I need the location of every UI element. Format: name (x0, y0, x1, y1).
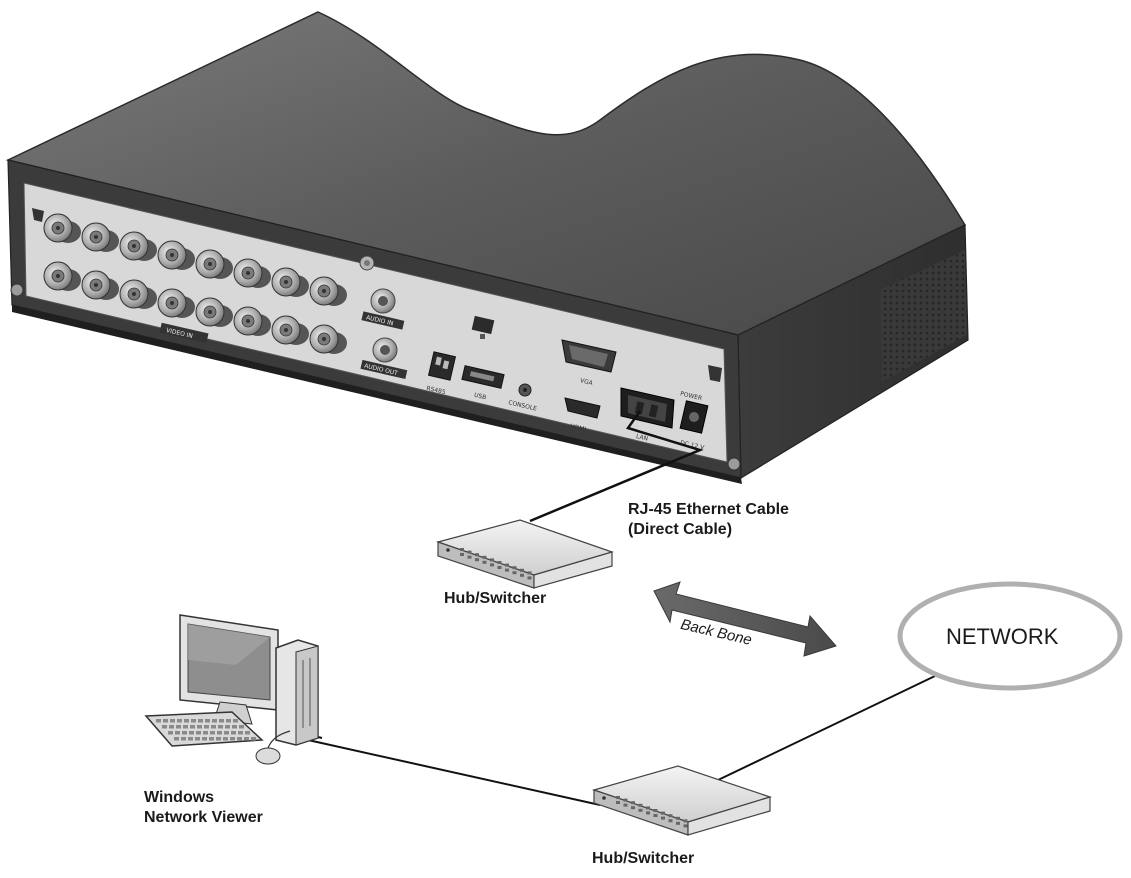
bnc-connector (81, 222, 119, 252)
backbone-cable-network (715, 675, 936, 782)
bnc-connector (43, 213, 81, 243)
bnc-connector (43, 261, 81, 291)
dvr-top-surface (5, 11, 967, 336)
video-in-connectors (43, 213, 347, 354)
viewer-label-line2: Network Viewer (144, 809, 263, 826)
usb-label: USB (473, 392, 487, 402)
dvr-recorder: VIDEO IN AUDIO IN AUDIO OUT RS485 USB CO… (5, 11, 969, 484)
bnc-connector (81, 270, 119, 300)
lan-cable (529, 410, 704, 523)
pc-cable (307, 739, 601, 806)
bnc-connector (271, 315, 309, 345)
hub-top-label: Hub/Switcher (444, 590, 547, 607)
bnc-connector (309, 324, 347, 354)
vga-label: VGA (579, 377, 594, 387)
cable-label-line1: RJ-45 Ethernet Cable (628, 501, 789, 518)
lan-label: LAN (635, 433, 648, 443)
viewer-label-line1: Windows (144, 789, 215, 806)
bnc-connector (119, 231, 157, 261)
bnc-connector (157, 288, 195, 318)
bnc-connector (119, 279, 157, 309)
rs485-label: RS485 (426, 385, 447, 396)
windows-pc (144, 614, 319, 765)
network-ellipse (897, 581, 1123, 691)
cables (293, 410, 936, 806)
cable-label-line2: (Direct Cable) (628, 521, 733, 538)
bnc-connector (271, 267, 309, 297)
bnc-connector (233, 306, 271, 336)
bnc-connector (309, 276, 347, 306)
bnc-connector (233, 258, 271, 288)
backbone-arrow (653, 581, 837, 657)
bnc-connector (195, 297, 233, 327)
bnc-connector (157, 240, 195, 270)
network-label: NETWORK (946, 624, 1059, 649)
hdmi-label: HDMI (569, 423, 586, 433)
hub-bottom-label: Hub/Switcher (592, 850, 695, 867)
hub-switcher-bottom (591, 765, 772, 836)
bnc-connector (195, 249, 233, 279)
power-label: POWER (679, 390, 702, 402)
hub-switcher-top (435, 519, 614, 589)
dvr-vent (880, 250, 967, 382)
